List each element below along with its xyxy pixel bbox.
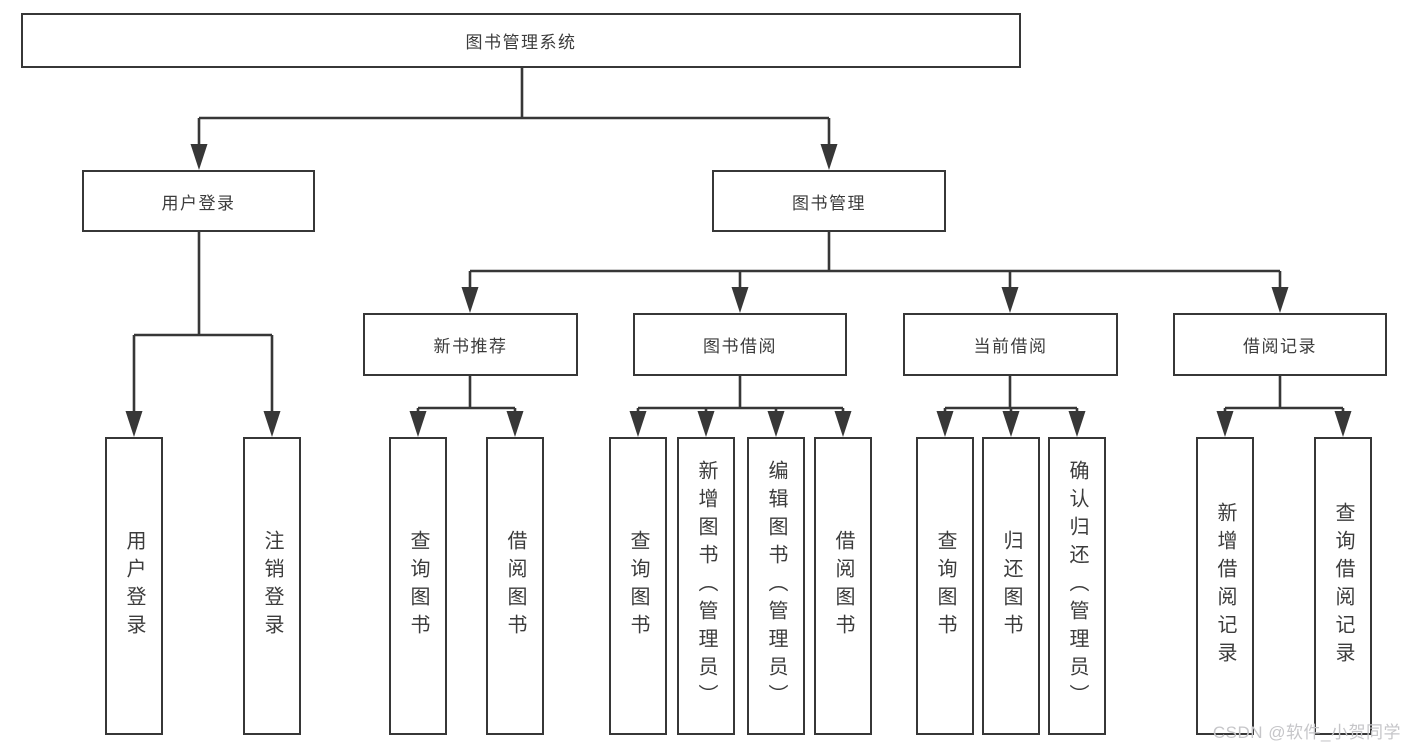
node-library-management-system: 图书管理系统	[21, 13, 1021, 68]
leaf-user-login: 用户登录	[105, 437, 163, 735]
connector-userlogin-to-leaves	[132, 232, 274, 412]
arrowhead-icon	[461, 287, 479, 313]
node-label: 新书推荐	[433, 337, 508, 356]
leaf-query-books-3: 查询图书	[916, 437, 974, 735]
node-label: 查询图书	[627, 530, 649, 642]
arrowhead-icon	[190, 144, 208, 170]
connector-newbook-to-leaves	[416, 376, 517, 413]
arrowhead-icon	[697, 411, 715, 437]
node-label: 图书管理系统	[465, 33, 577, 52]
leaf-add-borrow-record: 新增借阅记录	[1196, 437, 1254, 735]
node-label: 编辑图书（管理员）	[765, 460, 787, 712]
node-borrow-records: 借阅记录	[1173, 313, 1387, 376]
leaf-logout: 注销登录	[243, 437, 301, 735]
node-label: 注销登录	[261, 530, 283, 642]
node-label: 借阅图书	[504, 530, 526, 642]
connector-bookmgmt-to-level3	[468, 232, 1282, 288]
node-label: 图书管理	[792, 193, 866, 213]
arrowhead-icon	[1334, 411, 1352, 437]
arrowhead-icon	[506, 411, 524, 437]
node-label: 借阅图书	[832, 530, 854, 642]
leaf-borrow-books-1: 借阅图书	[486, 437, 544, 735]
connector-borrow-to-leaves	[636, 376, 845, 413]
csdn-watermark: CSDN @软件_小贺同学	[1212, 723, 1401, 742]
node-book-management: 图书管理	[712, 170, 946, 232]
leaf-query-books-1: 查询图书	[389, 437, 447, 735]
node-book-borrowing: 图书借阅	[633, 313, 847, 376]
arrowhead-icon	[409, 411, 427, 437]
node-label: 图书借阅	[703, 337, 777, 356]
node-new-book-recommend: 新书推荐	[363, 313, 578, 376]
node-label: 当前借阅	[973, 337, 1048, 356]
arrowhead-icon	[263, 411, 281, 437]
arrowhead-icon	[834, 411, 852, 437]
arrowhead-icon	[767, 411, 785, 437]
node-label: 查询借阅记录	[1332, 502, 1354, 670]
node-label: 新增图书（管理员）	[695, 460, 717, 712]
arrowhead-icon	[1216, 411, 1234, 437]
connector-current-to-leaves	[943, 376, 1079, 413]
leaf-return-books: 归还图书	[982, 437, 1040, 735]
arrowhead-icon	[1002, 411, 1020, 437]
arrowhead-icon	[936, 411, 954, 437]
node-label: 确认归还（管理员）	[1066, 460, 1088, 712]
leaf-confirm-return-admin: 确认归还（管理员）	[1048, 437, 1106, 735]
connector-root-to-level2	[197, 68, 831, 145]
leaf-add-books-admin: 新增图书（管理员）	[677, 437, 735, 735]
leaf-borrow-books-2: 借阅图书	[814, 437, 872, 735]
arrowhead-icon	[1068, 411, 1086, 437]
leaf-edit-books-admin: 编辑图书（管理员）	[747, 437, 805, 735]
leaf-query-borrow-record: 查询借阅记录	[1314, 437, 1372, 735]
arrowhead-icon	[731, 287, 749, 313]
node-label: 借阅记录	[1243, 337, 1317, 356]
connector-records-to-leaves	[1223, 376, 1345, 413]
arrowhead-icon	[125, 411, 143, 437]
node-label: 归还图书	[1000, 530, 1022, 642]
node-label: 查询图书	[407, 530, 429, 642]
node-label: 查询图书	[934, 530, 956, 642]
node-label: 用户登录	[161, 193, 236, 213]
node-label: 新增借阅记录	[1214, 502, 1236, 670]
arrowhead-icon	[1271, 287, 1289, 313]
arrowhead-icon	[629, 411, 647, 437]
node-current-borrowing: 当前借阅	[903, 313, 1118, 376]
node-user-login: 用户登录	[82, 170, 315, 232]
leaf-query-books-2: 查询图书	[609, 437, 667, 735]
node-label: 用户登录	[123, 530, 145, 642]
arrowhead-icon	[820, 144, 838, 170]
arrowhead-icon	[1001, 287, 1019, 313]
